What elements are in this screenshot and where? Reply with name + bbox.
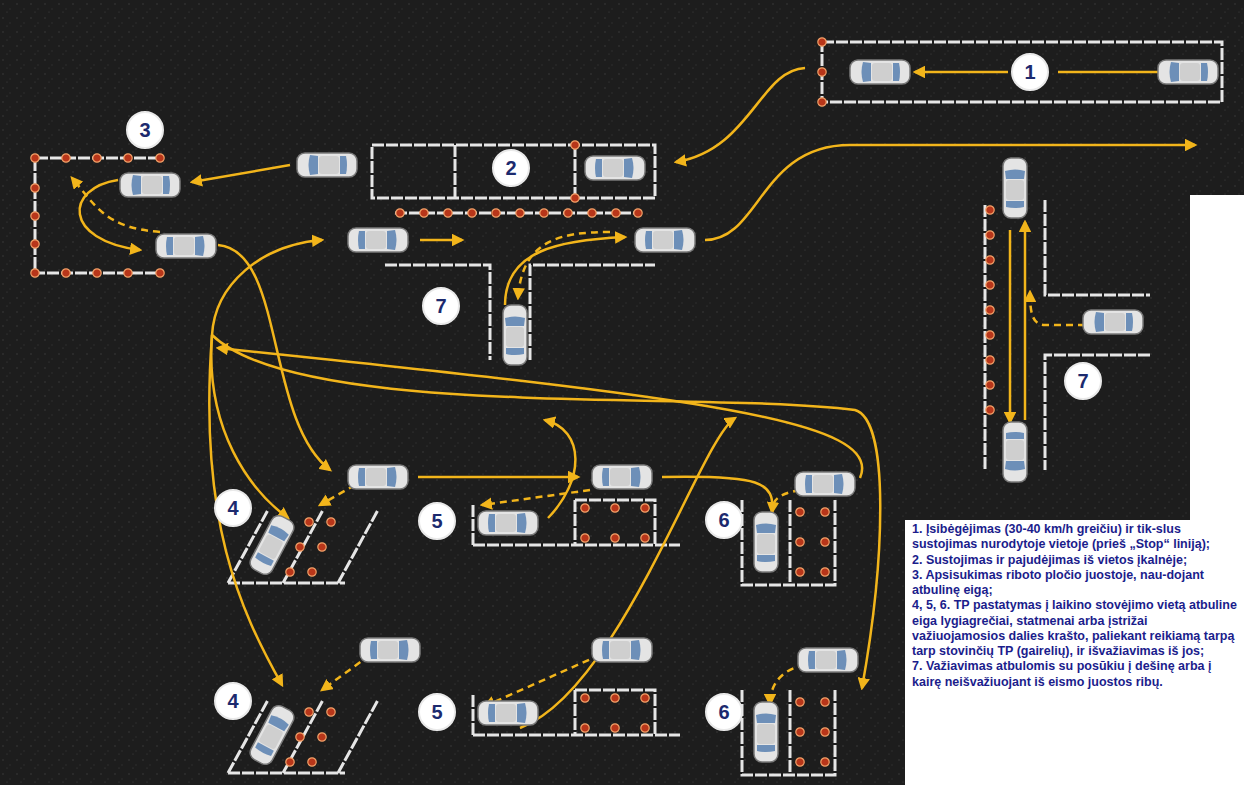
callout-number: 5	[431, 511, 442, 531]
callout-number: 3	[139, 120, 150, 140]
callout-number: 1	[1024, 62, 1035, 82]
callout-number: 2	[505, 158, 516, 178]
callout-number: 6	[718, 510, 729, 530]
callout-circle: 2	[492, 149, 530, 187]
callout-circle: 7	[422, 287, 460, 325]
notes-block: 1. Įsibėgėjimas (30-40 km/h greičiu) ir …	[912, 522, 1238, 690]
callout-circle: 5	[418, 693, 456, 731]
callout-number: 5	[431, 702, 442, 722]
callout-number: 7	[1077, 371, 1088, 391]
exercise-note: 7. Važiavimas atbulomis su posūkiu į deš…	[912, 659, 1238, 690]
callout-circle: 6	[705, 501, 743, 539]
callout-circle: 4	[214, 489, 252, 527]
callout-number: 4	[227, 691, 238, 711]
exercise-note: 3. Apsisukimas riboto pločio juostoje, n…	[912, 568, 1238, 599]
callout-circle: 5	[418, 502, 456, 540]
exercise-note: 2. Sustojimas ir pajudėjimas iš vietos į…	[912, 553, 1238, 568]
callout-circle: 7	[1064, 362, 1102, 400]
callout-circle: 6	[705, 693, 743, 731]
callout-circle: 4	[214, 682, 252, 720]
callout-number: 4	[227, 498, 238, 518]
traffic-cones	[31, 38, 994, 766]
callout-number: 7	[435, 296, 446, 316]
callout-circle: 1	[1011, 53, 1049, 91]
exercise-note: 4, 5, 6. TP pastatymas į laikino stovėji…	[912, 598, 1238, 659]
callout-circle: 3	[126, 111, 164, 149]
callout-number: 6	[718, 702, 729, 722]
exercise-note: 1. Įsibėgėjimas (30-40 km/h greičiu) ir …	[912, 522, 1238, 553]
